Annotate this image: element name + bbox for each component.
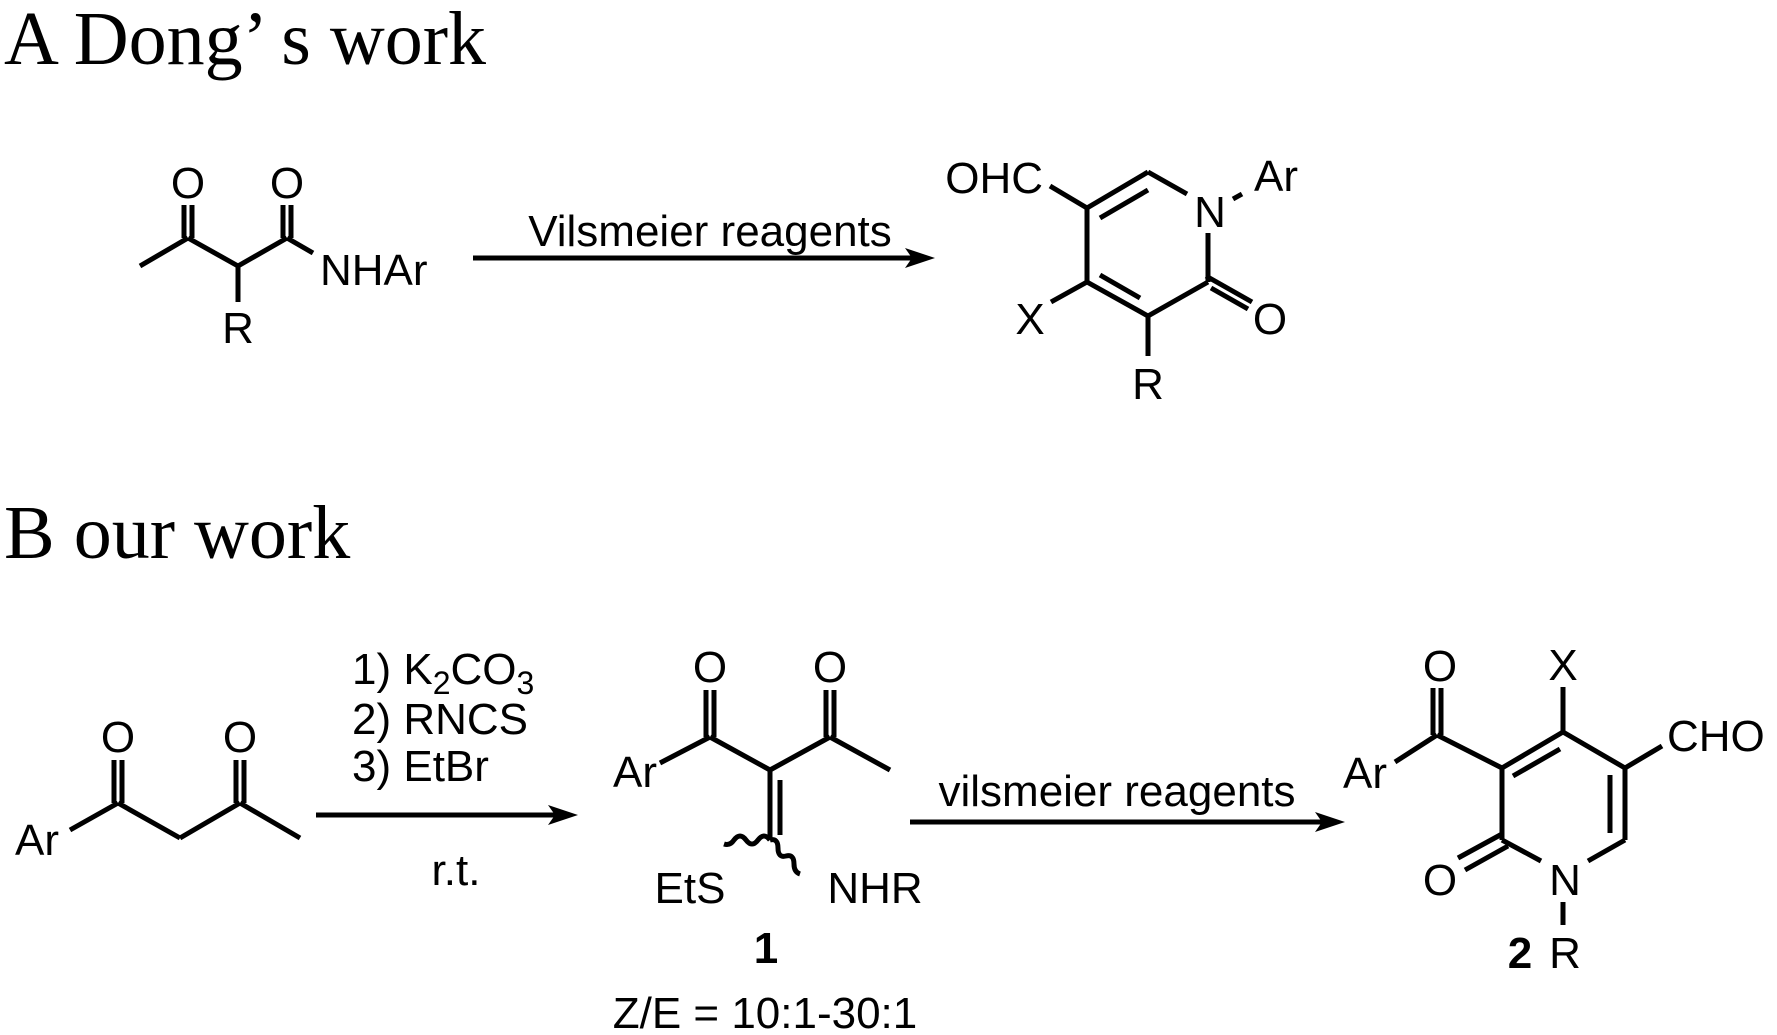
- bond: [1146, 169, 1189, 197]
- atom-label: N: [1549, 856, 1581, 905]
- atom-label: O: [693, 643, 727, 692]
- arrow-head: [548, 805, 578, 825]
- atom-label: N: [1194, 188, 1226, 237]
- intermediate-1: Ar O O EtS NHR 1 Z/E = 10:1-30:1: [613, 643, 923, 1035]
- product-2: Ar O X CHO O N R 2: [1343, 641, 1765, 978]
- reactant-a: O O NHAr R: [138, 159, 428, 353]
- bond: [1049, 279, 1089, 305]
- bond: [1146, 279, 1210, 319]
- bond: [1085, 279, 1150, 319]
- atom-label: NHAr: [320, 246, 428, 295]
- compound-number: 2: [1508, 929, 1532, 978]
- bond: [1500, 729, 1565, 771]
- wavy-bond: [769, 837, 801, 877]
- bond: [768, 734, 832, 773]
- bond: [236, 235, 289, 269]
- bond: [1623, 743, 1664, 771]
- atom-label: O: [1423, 642, 1457, 691]
- section-b-title: B our work: [4, 491, 350, 575]
- bond: [1463, 843, 1510, 873]
- bond: [186, 235, 240, 269]
- atom-label: R: [222, 304, 254, 353]
- reaction-arrow-b2: vilsmeier reagents: [910, 767, 1345, 832]
- bond: [658, 734, 712, 766]
- condition-step-3: 3) EtBr: [352, 742, 489, 791]
- condition-step-2: 2) RNCS: [352, 695, 528, 744]
- bond: [1209, 285, 1250, 312]
- bond: [285, 235, 315, 256]
- atom-label: Ar: [613, 748, 657, 797]
- arrow-head: [1315, 812, 1345, 832]
- bond: [68, 800, 120, 833]
- arrow-label: vilsmeier reagents: [938, 767, 1295, 816]
- arrow-head: [905, 248, 935, 268]
- bond: [1204, 273, 1254, 305]
- condition-temperature: r.t.: [432, 846, 481, 895]
- bond: [828, 734, 892, 773]
- bond: [238, 800, 302, 841]
- bond: [1231, 191, 1244, 202]
- atom-label: OHC: [945, 154, 1043, 203]
- bond: [1561, 729, 1627, 771]
- arrow-label: Vilsmeier reagents: [528, 207, 892, 256]
- atom-label: O: [171, 159, 205, 208]
- bond: [708, 734, 772, 773]
- ratio-note: Z/E = 10:1-30:1: [613, 989, 918, 1035]
- bond: [1393, 732, 1439, 765]
- bond: [1511, 746, 1562, 779]
- atom-label: NHR: [827, 864, 922, 913]
- reactant-b: Ar O O: [15, 713, 302, 865]
- reaction-arrow-b1: 1) K2CO3 2) RNCS 3) EtBr r.t.: [316, 645, 578, 895]
- atom-label: O: [270, 159, 304, 208]
- bond: [1098, 187, 1150, 221]
- bond: [1085, 169, 1150, 211]
- product-a: OHC N Ar X R O: [945, 152, 1298, 409]
- atom-label: O: [1253, 295, 1287, 344]
- atom-label: EtS: [655, 864, 726, 913]
- bond: [1456, 831, 1504, 861]
- bond: [116, 800, 182, 841]
- atom-label: O: [223, 713, 257, 762]
- bond: [1435, 732, 1504, 771]
- atom-label: R: [1549, 929, 1581, 978]
- atom-label: O: [1423, 856, 1457, 905]
- atom-label: Ar: [15, 816, 59, 865]
- section-a-title: A Dong’ s work: [4, 0, 486, 81]
- atom-label: O: [813, 643, 847, 692]
- bond: [1586, 837, 1627, 864]
- wavy-bond: [723, 833, 772, 847]
- condition-step-1: 1) K2CO3: [352, 645, 534, 701]
- atom-label: Ar: [1254, 152, 1298, 201]
- atom-label: CHO: [1667, 712, 1765, 761]
- reaction-arrow-a: Vilsmeier reagents: [473, 207, 935, 268]
- bond: [1500, 837, 1543, 864]
- bond: [138, 235, 190, 269]
- atom-label: R: [1132, 360, 1164, 409]
- bond: [1098, 272, 1142, 301]
- compound-number: 1: [754, 924, 778, 973]
- atom-label: X: [1015, 295, 1044, 344]
- bond: [178, 800, 242, 841]
- bond: [1048, 183, 1089, 211]
- atom-label: X: [1548, 641, 1577, 690]
- atom-label: Ar: [1343, 749, 1387, 798]
- atom-label: O: [101, 713, 135, 762]
